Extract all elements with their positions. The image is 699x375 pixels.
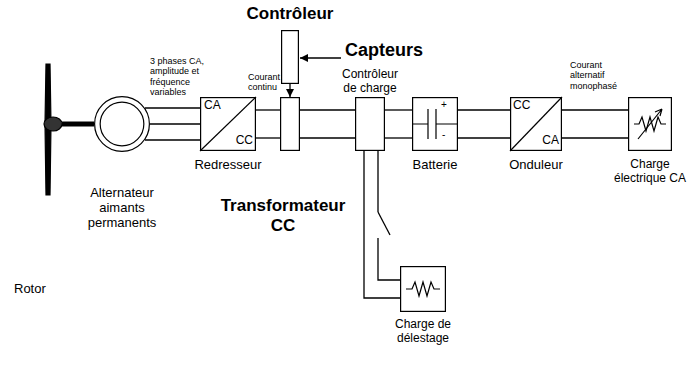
wire (458, 109, 510, 110)
wire (150, 123, 200, 124)
connector (290, 84, 291, 97)
input-label: CC (513, 99, 530, 113)
output-label: CA (536, 134, 559, 148)
connector (256, 110, 280, 138)
wire-label: Courant alternatif monophasé (570, 60, 624, 91)
polarity-sign: + (441, 99, 447, 111)
node-outline (40, 62, 62, 197)
wire (300, 137, 355, 138)
input-label: CA (204, 99, 221, 113)
wire (364, 151, 400, 298)
rectifier-box: CACCRedresseur (200, 97, 256, 151)
wire (145, 139, 200, 140)
charge-controller-box: Contrôleur de charge (355, 97, 385, 151)
charge-controller-label: Contrôleur de charge (337, 68, 403, 96)
node-outline (628, 97, 672, 151)
symbol (412, 109, 458, 139)
connector (458, 110, 510, 138)
connector (145, 108, 200, 140)
sensor-label: Capteurs (345, 40, 435, 61)
box-border (401, 267, 446, 312)
wire (289, 84, 290, 97)
symbol (406, 282, 440, 296)
connector (364, 151, 400, 298)
alternator-circle: Alternateur aimants permanents (94, 96, 150, 152)
sensor-arrow (300, 57, 341, 58)
switch-blade (378, 212, 390, 235)
box-border (281, 98, 300, 151)
box-border (282, 31, 299, 84)
node-outline (400, 266, 446, 312)
inverter-label: Onduleur (496, 158, 576, 173)
symbol (638, 109, 662, 139)
wire (458, 137, 510, 138)
connector (300, 110, 355, 138)
dump-load-box: Charge de délestage (400, 266, 446, 312)
stator-circle (95, 97, 150, 152)
rotor: Rotor (40, 62, 62, 197)
symbol (200, 97, 256, 151)
connector (385, 110, 412, 138)
box-border (629, 98, 672, 151)
battery-box: Batterie+- (412, 97, 458, 151)
dump-load-label: Charge de délestage (383, 318, 463, 346)
connector (62, 124, 94, 125)
box-border (511, 98, 562, 151)
box-border (201, 98, 256, 151)
symbol (510, 97, 562, 151)
wire (385, 109, 412, 110)
ac-load-box: Charge électrique CA (628, 97, 672, 151)
wire (562, 109, 628, 110)
wire (256, 109, 280, 110)
connector (562, 110, 628, 138)
box-border (356, 98, 385, 151)
rectifier-label: Redresseur (178, 158, 278, 173)
controller-label: Contrôleur (230, 4, 350, 24)
rotor-circle (100, 102, 144, 146)
wire (256, 137, 280, 138)
box-border (413, 98, 458, 151)
wire (562, 137, 628, 138)
node-outline (280, 97, 300, 151)
rotor-label: Rotor (14, 282, 64, 297)
symbol (44, 117, 62, 131)
node-outline (281, 30, 299, 84)
wire-label: 3 phases CA, amplitude et fréquence vari… (150, 56, 212, 97)
node-outline (355, 97, 385, 151)
converter-label: Transformateur CC (213, 196, 353, 235)
wire (145, 107, 200, 108)
controller-box: Contrôleur (281, 30, 299, 84)
output-label: CC (230, 134, 253, 148)
wire (300, 109, 355, 110)
wire (62, 122, 94, 127)
polarity-sign: - (442, 129, 445, 141)
wire (378, 151, 400, 280)
ac-load-label: Charge électrique CA (608, 158, 692, 186)
node-outline (412, 97, 458, 151)
alternator-label: Alternateur aimants permanents (70, 186, 174, 231)
node-outline (94, 96, 150, 152)
wire (385, 137, 412, 138)
dc-converter-box: Transformateur CC (280, 97, 300, 151)
wire-label: Courant continu (248, 72, 284, 93)
battery-label: Batterie (395, 158, 475, 173)
inverter-box: CCCAOnduleur (510, 97, 562, 151)
